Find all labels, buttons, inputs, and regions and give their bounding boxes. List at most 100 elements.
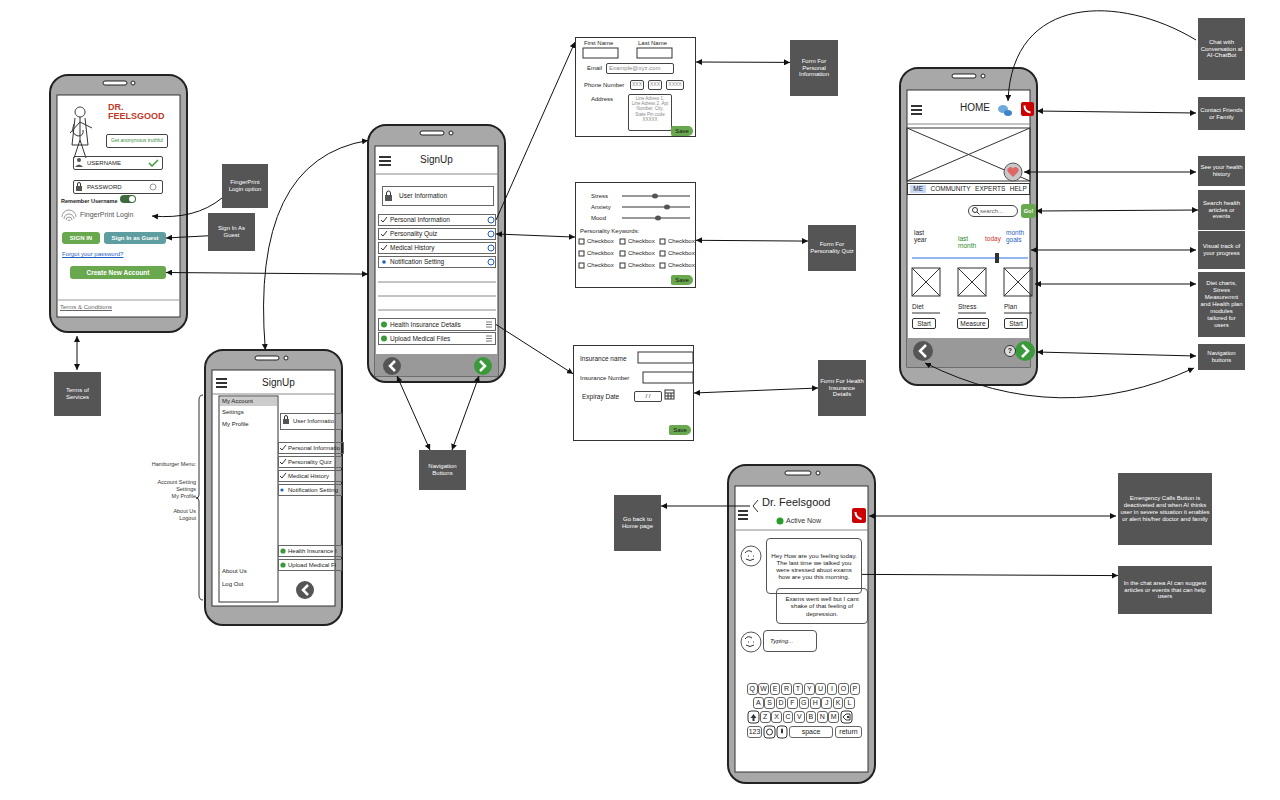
signup-icons: [488, 259, 494, 265]
signup-icons: [390, 361, 485, 371]
input-field: Example@xyz.com: [606, 63, 674, 74]
connector: [496, 234, 575, 237]
list-row: Notification Setting: [378, 256, 496, 268]
label-text: search...: [980, 208, 1003, 215]
save-button: Save: [671, 126, 693, 136]
annotation-label: Hamburger Menu:: [140, 461, 196, 467]
form-inputs: [660, 263, 665, 268]
keyboard-key: M: [828, 711, 839, 723]
label-text: Save: [675, 277, 689, 284]
phone-mockup: SignUpMy AccountSettingsMy ProfileAbout …: [205, 350, 342, 625]
label-text: Terms & Conditions: [60, 304, 112, 311]
label-text: EXPERTS: [975, 185, 1005, 192]
input-field: XXXX: [666, 80, 684, 90]
leader-line: [1024, 172, 1196, 173]
label-text: Navigation Buttons: [421, 463, 464, 477]
phone-body: [952, 74, 976, 78]
leader-line: [869, 516, 1116, 517]
chat-icons: [735, 500, 868, 738]
keyboard-key: T: [793, 683, 804, 695]
keyboard-key: V: [794, 711, 805, 723]
menu-icons: [280, 562, 285, 567]
phone-mockup: Dr. FeelsgoodActive NowHey How are you f…: [728, 465, 875, 783]
callout-box: Diet charts, Stress Measuremnt and Healt…: [1198, 272, 1245, 337]
menu-icons: [296, 581, 314, 599]
chat-icons: [745, 637, 754, 647]
phone-body: [449, 131, 453, 135]
home-icons: [1015, 341, 1035, 361]
chat-icons: [745, 551, 754, 561]
label-text: Exams went well but I cant shake of that…: [780, 595, 864, 616]
label-text: R: [784, 685, 789, 693]
label-text: Emergency Calls Button is deactiveted an…: [1120, 495, 1210, 523]
label-text: SignUp: [420, 154, 453, 166]
phone-body: [728, 465, 875, 783]
connector: [696, 240, 808, 242]
label-text: F: [790, 699, 794, 707]
label-text: space: [802, 728, 821, 736]
keyboard-key: G: [799, 697, 810, 709]
chat-icons: [767, 729, 773, 735]
login-icons: [75, 165, 83, 168]
label-text: Example@xyz.com: [609, 65, 660, 72]
label-text: Personal Information: [390, 216, 450, 223]
label-text: Start: [1009, 320, 1023, 327]
form-inputs: [652, 194, 658, 199]
label-text: Dr. Feelsgood: [762, 496, 830, 509]
label-text: DR. FEELSGOOD: [108, 103, 166, 122]
login-icons: [78, 183, 81, 187]
signup-icons: [488, 231, 494, 237]
label-text: Y: [807, 685, 812, 693]
label-text: Checkbox: [628, 250, 655, 257]
button: Sign In as Guest: [104, 232, 166, 244]
label-text: Line Adress 1, Line Adress 2, Apt Number…: [631, 96, 669, 122]
callout-box: Chat with Conversation al AI-ChatBot: [1198, 18, 1245, 80]
keyboard-key: C: [783, 711, 794, 723]
list-row: Personality Quiz: [378, 228, 496, 240]
form-inputs: [665, 393, 674, 399]
form-inputs: [622, 196, 690, 218]
keyboard-key: D: [776, 697, 787, 709]
label-text: Notification Setting: [390, 258, 444, 265]
signup-icons: [488, 217, 494, 265]
save-button: Save: [669, 425, 691, 435]
home-icons: [920, 345, 1028, 357]
home-icons: [912, 257, 1028, 259]
label-text: Stress: [591, 193, 608, 200]
form-panel: First NameLast NameEmailPhone NumberAddr…: [575, 37, 696, 137]
label-text: last year: [914, 229, 934, 244]
label-text: Phone Number: [584, 82, 624, 89]
keyboard-key: X: [771, 711, 782, 723]
connector: [264, 140, 368, 350]
label-text: In the chat area AI can suggest articles…: [1120, 580, 1210, 601]
connector: [496, 325, 573, 374]
login-icons: [129, 196, 135, 202]
list-row: User Informatio: [280, 413, 342, 430]
leader-line: [77, 336, 78, 370]
tab-bar: MECOMMUNITYEXPERTSHELP: [907, 183, 1030, 195]
label-text: Typing...: [770, 637, 793, 644]
form-inputs: [655, 216, 661, 221]
label-text: Insurance name: [580, 355, 627, 362]
label-text: User Information: [399, 192, 447, 199]
signup-icons: [381, 336, 387, 342]
label-text: M: [831, 713, 837, 721]
keyboard-key: S: [764, 697, 775, 709]
login-icons: [76, 186, 82, 191]
phone-body: [375, 354, 498, 376]
label-text: Checkbox: [668, 250, 695, 257]
login-icons: [70, 107, 92, 158]
label-text: today: [985, 235, 1001, 242]
form-inputs: [665, 390, 674, 399]
home-icons: [1025, 106, 1031, 113]
form-inputs: [579, 263, 584, 268]
label-text: return: [839, 728, 857, 736]
input-field: XXX: [648, 80, 662, 90]
label-text: COMMUNITY: [930, 185, 970, 192]
home-icons: [911, 106, 922, 114]
chat-bubble: Hey How are you feeling today. The last …: [766, 538, 862, 594]
form-inputs: [637, 48, 672, 58]
phone-body: [785, 471, 811, 475]
input-field: USERNAME: [73, 156, 163, 170]
